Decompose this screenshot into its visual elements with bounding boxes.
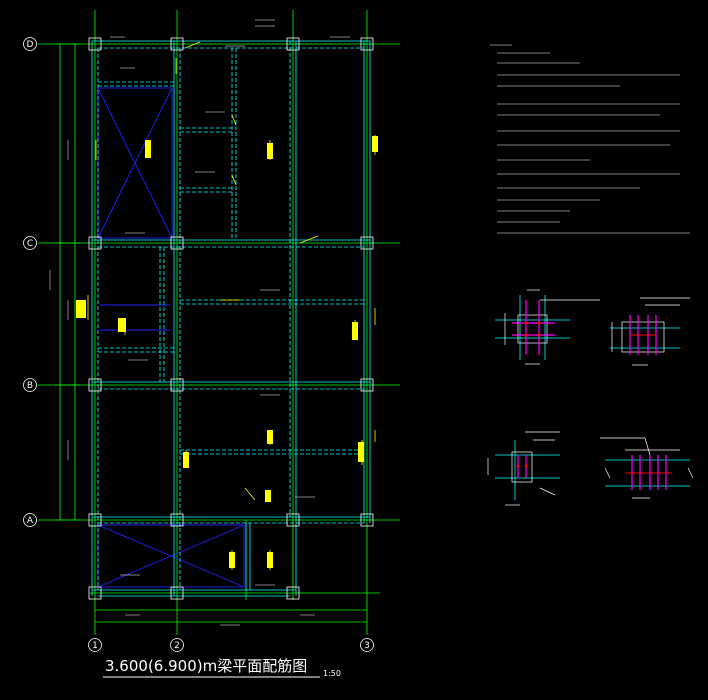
rebar-text-blocks	[76, 136, 378, 568]
general-notes	[490, 44, 690, 234]
axis-label-1: 1	[92, 641, 98, 651]
opening-cross-marks	[97, 87, 245, 588]
axis-label-b: B	[27, 381, 33, 391]
detail-2	[610, 297, 690, 366]
axis-label-d: D	[27, 40, 34, 50]
grid-lines	[38, 10, 400, 635]
axis-label-a: A	[27, 516, 34, 526]
axis-label-3: 3	[364, 641, 370, 651]
axis-label-2: 2	[174, 641, 180, 651]
rebar-annotations	[87, 41, 376, 570]
beam-labels	[49, 19, 350, 626]
drawing-title: 3.600(6.900)m梁平面配筋图	[105, 657, 307, 675]
axis-bubbles	[23, 37, 374, 652]
detail-3	[487, 431, 560, 506]
drawing-scale: 1:50	[323, 669, 341, 678]
detail-4	[600, 437, 694, 499]
detail-1	[495, 289, 600, 365]
axis-label-c: C	[27, 239, 33, 249]
beams	[91, 40, 371, 597]
columns	[88, 37, 374, 600]
